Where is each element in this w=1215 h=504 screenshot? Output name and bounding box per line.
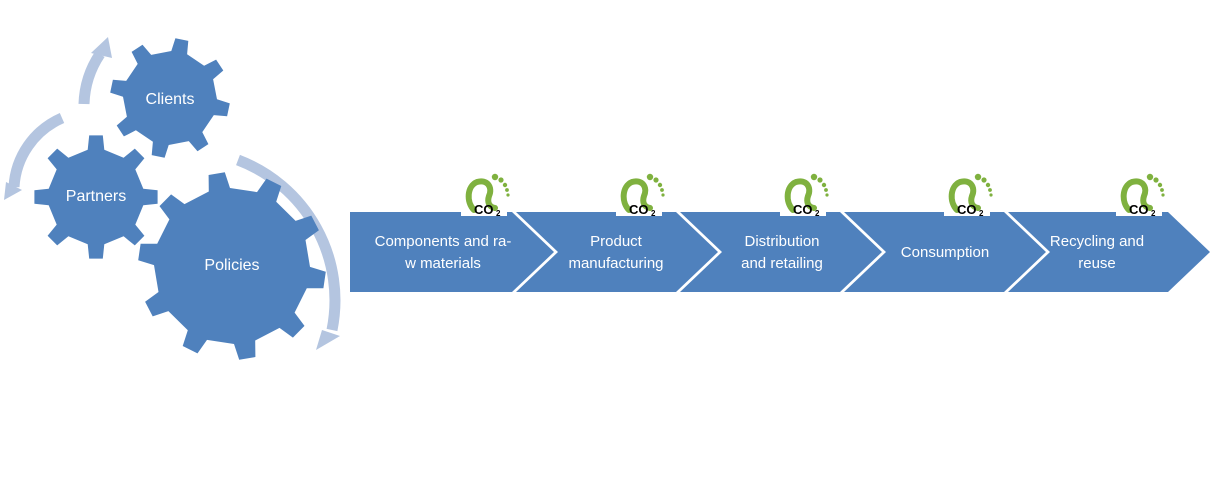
stage-manufacturing-label-line1: Product bbox=[590, 233, 643, 250]
carbon-footprint-icon bbox=[944, 174, 993, 218]
stage-recycling-label-line1: Recycling and bbox=[1050, 233, 1144, 250]
stage-components-label-line2: w materials bbox=[404, 255, 481, 272]
gear-policies-shape bbox=[138, 172, 326, 360]
gear-policies: Policies bbox=[138, 172, 326, 360]
chevron-manufacturing bbox=[516, 212, 718, 292]
stage-labels: Components and ra- w materials Product m… bbox=[375, 233, 1144, 272]
co2-badges bbox=[461, 174, 1165, 218]
carbon-footprint-icon bbox=[461, 174, 510, 218]
stage-recycling-label-line2: reuse bbox=[1078, 255, 1116, 272]
gear-clients-label: Clients bbox=[146, 91, 195, 108]
cycle-arrow-partners-to-clients bbox=[78, 50, 105, 105]
stage-distribution-label-line2: and retailing bbox=[741, 255, 823, 272]
process-chevrons bbox=[350, 212, 1210, 292]
gear-partners-shape bbox=[34, 135, 158, 259]
gear-partners-label: Partners bbox=[66, 188, 126, 205]
stage-distribution-label-line1: Distribution bbox=[744, 233, 819, 250]
gears: Clients Partners Policies bbox=[34, 38, 326, 360]
carbon-footprint-icon bbox=[780, 174, 829, 218]
stage-components-label-line1: Components and ra- bbox=[375, 233, 512, 250]
gear-partners: Partners bbox=[34, 135, 158, 259]
chevron-distribution bbox=[680, 212, 882, 292]
stage-consumption-label: Consumption bbox=[901, 244, 989, 261]
gear-clients: Clients bbox=[110, 38, 230, 158]
carbon-footprint-icon bbox=[1116, 174, 1165, 218]
chevron-consumption bbox=[844, 212, 1046, 292]
chevron-recycling bbox=[1008, 212, 1210, 292]
chevron-components bbox=[350, 212, 554, 292]
carbon-footprint-icon bbox=[616, 174, 665, 218]
stage-manufacturing-label-line2: manufacturing bbox=[568, 255, 663, 272]
gear-policies-label: Policies bbox=[204, 257, 259, 274]
cycle-arrow-head-right bbox=[316, 330, 340, 350]
cycle-arrow-head-left bbox=[4, 182, 22, 200]
cycle-arrow-head-top bbox=[91, 37, 112, 58]
gear-clients-shape bbox=[110, 38, 230, 158]
cycle-arrow-clients-to-partners bbox=[8, 112, 65, 188]
